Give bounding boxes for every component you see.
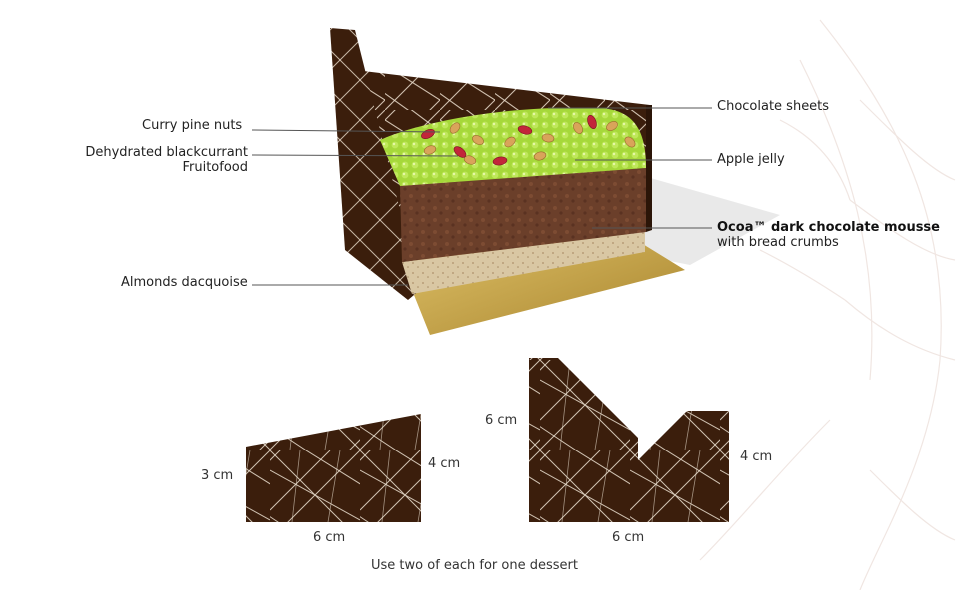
pine-nuts-topping: [423, 121, 636, 165]
dim-left-template-right: 4 cm: [428, 456, 461, 471]
footer-note: Use two of each for one dessert: [371, 558, 578, 573]
label-mousse-line2: with bread crumbs: [717, 235, 839, 250]
dim-left-template-left: 3 cm: [201, 468, 234, 483]
shadow: [640, 175, 780, 265]
dim-right-template-left: 6 cm: [485, 413, 518, 428]
label-mousse: Ocoa™ dark chocolate mousse with bread c…: [717, 220, 940, 250]
label-almonds-dacquoise: Almonds dacquoise: [121, 275, 248, 290]
dacquoise-layer: [402, 232, 645, 294]
left-chocolate-sheet: [330, 28, 420, 300]
label-blackcurrant: Dehydrated blackcurrant Fruitofood: [80, 145, 248, 175]
mousse-layer: [400, 168, 646, 262]
label-curry-pine-nuts: Curry pine nuts: [142, 118, 243, 133]
dim-left-template-width: 6 cm: [313, 530, 346, 545]
dim-right-template-right: 4 cm: [740, 449, 773, 464]
sheet-edge: [646, 105, 652, 232]
label-mousse-line1: Ocoa™ dark chocolate mousse: [717, 220, 940, 235]
label-chocolate-sheets: Chocolate sheets: [717, 99, 830, 114]
leader-lines: [251, 107, 712, 286]
template-notched: [529, 358, 729, 522]
label-blackcurrant-line1: Dehydrated blackcurrant: [85, 145, 248, 160]
dim-right-template-width: 6 cm: [612, 530, 645, 545]
label-apple-jelly: Apple jelly: [717, 152, 785, 167]
template-trapezoid: [246, 414, 421, 522]
label-blackcurrant-line2: Fruitofood: [182, 160, 248, 175]
